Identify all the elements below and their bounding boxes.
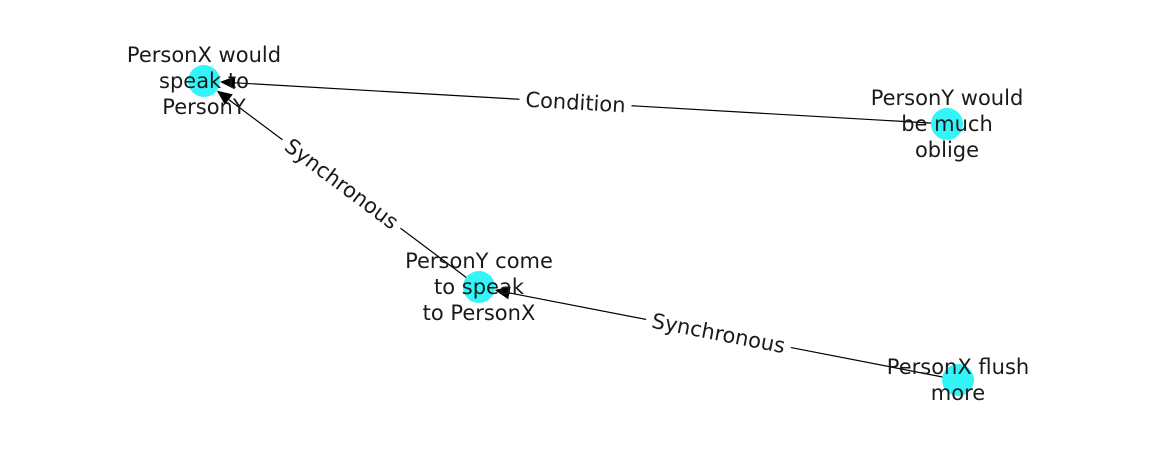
edges-layer [216, 76, 959, 381]
node-label-line: PersonY would [871, 86, 1024, 110]
edge-arrowhead [494, 286, 511, 300]
edge-label-background [274, 129, 409, 239]
edge-label-group: Synchronous [274, 129, 409, 239]
node-label-line: oblige [915, 138, 979, 162]
graph-node [463, 271, 495, 303]
edge-label-group: Synchronous [643, 306, 794, 361]
node-label-line: to speak [434, 275, 525, 299]
edge-label-background [518, 86, 633, 119]
node-label-line: more [931, 381, 985, 405]
node-label-line: speak to [159, 69, 249, 93]
edge-label-group: Condition [518, 86, 633, 119]
edge-label: Synchronous [280, 134, 403, 234]
node-label-line: be much [901, 112, 993, 136]
edge-label: Condition [525, 88, 626, 118]
edge-arrowhead [216, 90, 233, 105]
graph-node [942, 364, 974, 396]
graph-node [931, 108, 963, 140]
node-label-line: PersonX flush [887, 355, 1029, 379]
graph-node [188, 65, 220, 97]
nodes-layer [188, 65, 974, 396]
node-label-line: to PersonX [423, 301, 536, 325]
edge-label-background [643, 306, 794, 361]
node-label-line: PersonX would [127, 43, 281, 67]
node-label-line: PersonY come [405, 249, 553, 273]
edge-label: Synchronous [650, 309, 787, 358]
edge-arrowhead [219, 76, 236, 90]
node-label-line: PersonY [162, 95, 246, 119]
